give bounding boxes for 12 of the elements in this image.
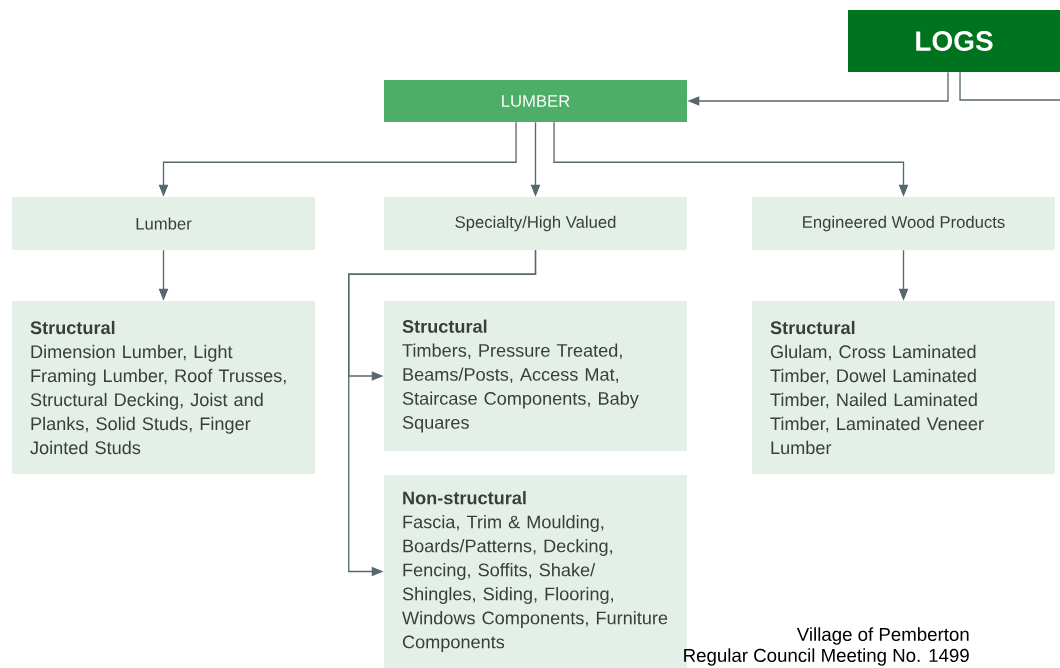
- header-box: LOGS: [848, 10, 1060, 72]
- category-box: Lumber: [12, 197, 315, 250]
- category-box: Specialty/High Valued: [384, 197, 687, 250]
- footer-text: Village of Pemberton: [796, 627, 969, 645]
- arrow: [348, 249, 537, 577]
- footer-text: Regular Council Meeting No. 1499: [684, 648, 969, 666]
- product-box: Structural Timbers, Pressure Treated, Beams/Posts, Access Mat, Staircase Components, Baby Squares: [384, 301, 687, 451]
- header-box: LUMBER: [384, 80, 687, 122]
- product-box: Structural Dimension Lumber, Light Framing Lumber, Roof Trusses, Structural Decking, Joist and Planks, Solid Studs, Finger Jointed Studs: [12, 301, 315, 474]
- connector-line: [959, 71, 1060, 101]
- product-box: Structural Glulam, Cross Laminated Timber, Dowel Laminated Timber, Nailed Laminated Timber, Laminated Veneer Lumber: [752, 301, 1055, 474]
- category-box: Engineered Wood Products: [752, 197, 1055, 250]
